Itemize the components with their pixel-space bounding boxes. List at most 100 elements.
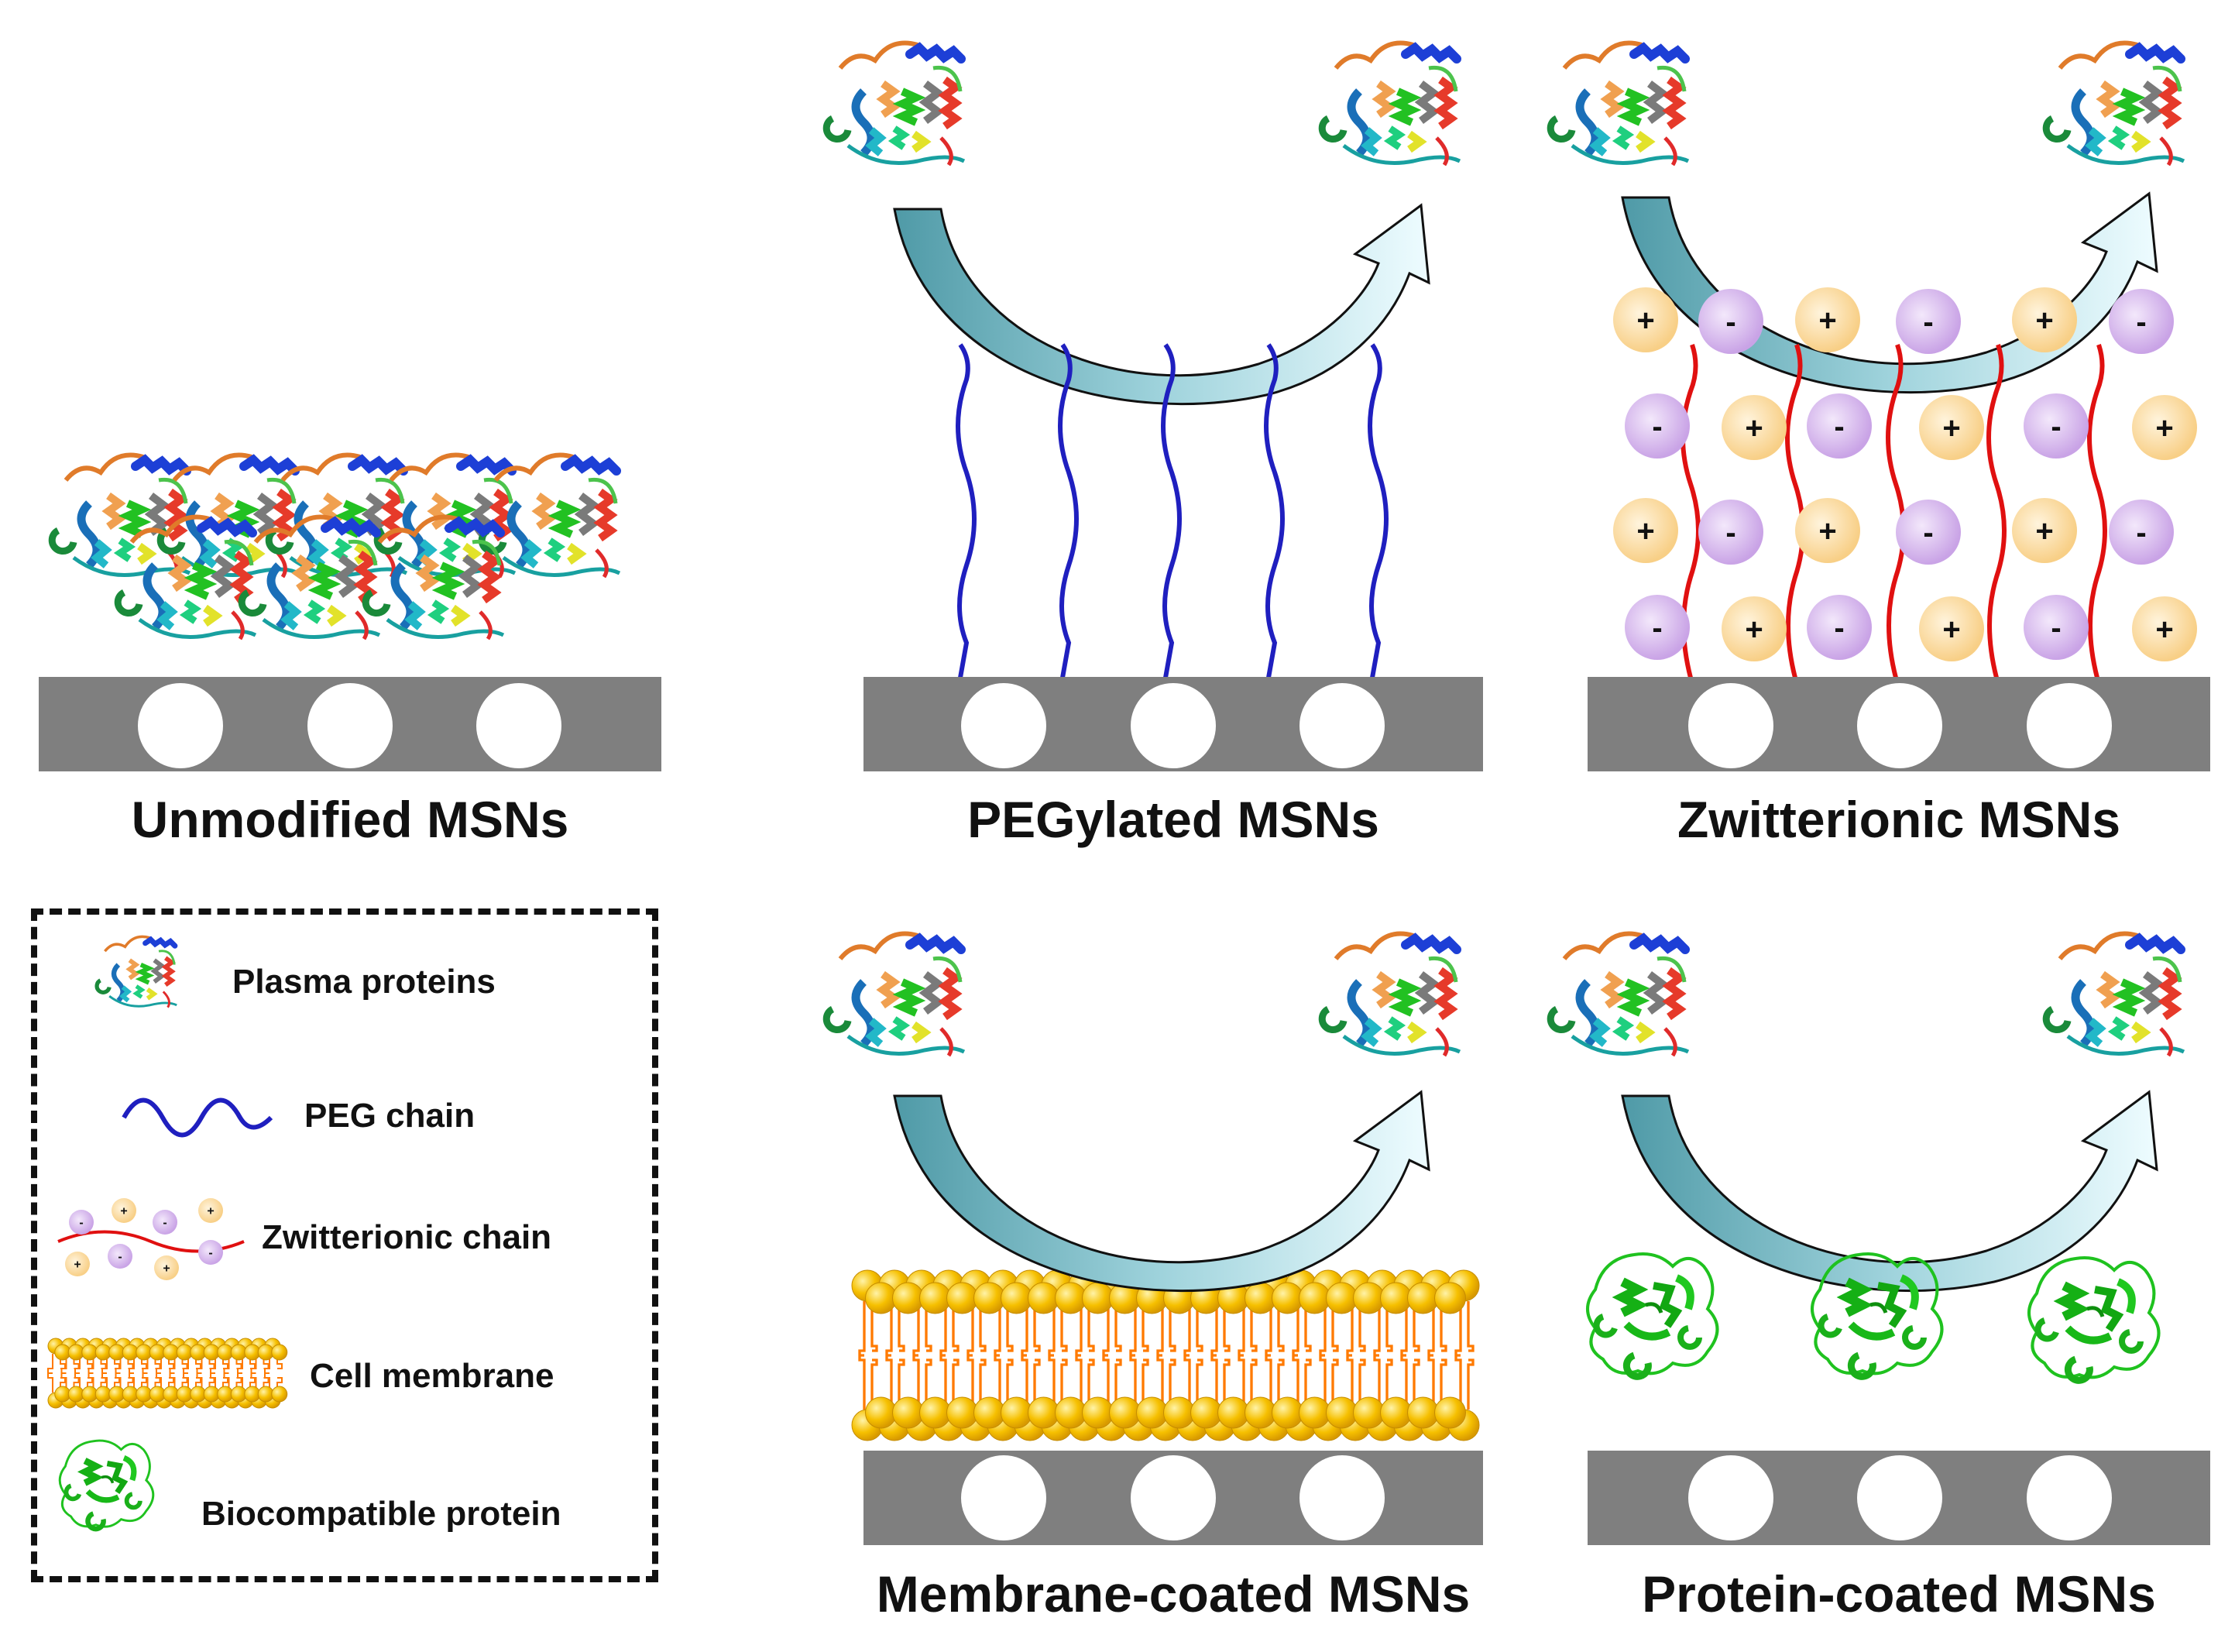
svg-text:+: + <box>74 1259 81 1272</box>
negative-charge-bead: - <box>1807 595 1872 660</box>
negative-charge-bead: - <box>108 1244 132 1269</box>
panel-title-pegylated: PEGylated MSNs <box>967 791 1379 848</box>
svg-text:+: + <box>1636 514 1654 548</box>
negative-charge-bead: - <box>2109 500 2174 565</box>
svg-text:-: - <box>2051 410 2061 444</box>
repel-arrow-icon <box>893 1090 1430 1293</box>
plasma-protein-layer <box>52 455 620 640</box>
negative-charge-bead: - <box>1698 289 1763 354</box>
svg-text:+: + <box>1745 613 1763 647</box>
svg-text:+: + <box>2035 304 2053 338</box>
positive-charge-bead: + <box>1795 498 1860 563</box>
positive-charge-bead: + <box>2132 596 2197 661</box>
svg-text:+: + <box>1942 411 1960 445</box>
svg-text:-: - <box>1652 611 1662 645</box>
svg-text:-: - <box>79 1217 83 1230</box>
positive-charge-bead: + <box>2012 498 2077 563</box>
legend-label-zwitterionic-chain: Zwitterionic chain <box>262 1218 552 1256</box>
legend <box>31 908 658 1582</box>
negative-charge-bead: - <box>1698 500 1763 565</box>
positive-charge-bead: + <box>1722 395 1787 460</box>
svg-text:-: - <box>2051 611 2061 645</box>
svg-text:-: - <box>2136 305 2146 339</box>
positive-charge-bead: + <box>1795 287 1860 352</box>
svg-text:+: + <box>2155 411 2173 445</box>
svg-text:-: - <box>1725 305 1735 339</box>
negative-charge-bead: - <box>1896 500 1961 565</box>
plasma-protein-icon <box>1322 934 1460 1056</box>
svg-text:-: - <box>1923 516 1933 550</box>
lipid-tails <box>47 1354 283 1393</box>
lipid-tails <box>858 1301 1475 1410</box>
negative-charge-bead: - <box>2109 289 2174 354</box>
positive-charge-bead: + <box>2012 287 2077 352</box>
panel-unmodified <box>39 455 661 771</box>
panel-zwitterionic: + - + - + - - + - + - + + - + - + - - + - + - + <box>1550 43 2210 771</box>
plasma-protein-icon <box>1322 43 1460 166</box>
msn-substrate <box>863 677 1483 771</box>
repel-arrow-icon <box>1621 192 2158 394</box>
plasma-protein-icon <box>1550 43 1688 166</box>
svg-text:+: + <box>120 1205 127 1218</box>
negative-charge-bead: - <box>153 1210 177 1235</box>
svg-text:+: + <box>1818 304 1836 338</box>
svg-text:-: - <box>163 1217 167 1230</box>
positive-charge-bead: + <box>198 1198 223 1223</box>
cell-membrane-layer <box>851 1269 1480 1441</box>
msn-substrate <box>863 1451 1483 1545</box>
svg-text:+: + <box>207 1205 214 1218</box>
svg-text:-: - <box>118 1251 122 1264</box>
svg-text:+: + <box>2155 613 2173 647</box>
negative-charge-bead: - <box>1625 393 1690 459</box>
positive-charge-bead: + <box>112 1198 136 1223</box>
positive-charge-bead: + <box>1919 596 1984 661</box>
plasma-protein-icon <box>2046 934 2184 1056</box>
positive-charge-bead: + <box>65 1252 90 1276</box>
positive-charge-bead: + <box>154 1255 179 1280</box>
negative-charge-bead: - <box>1896 289 1961 354</box>
msn-substrate <box>1588 677 2210 771</box>
positive-charge-bead: + <box>2132 395 2197 460</box>
plasma-protein-icon <box>826 934 964 1056</box>
positive-charge-bead: + <box>1613 287 1678 352</box>
charge-beads: + - + - + - - + - + - + + - + - + - - + - + - + <box>1613 287 2197 661</box>
negative-charge-bead: - <box>1625 595 1690 660</box>
legend-label-plasma-proteins: Plasma proteins <box>232 963 496 1001</box>
svg-text:-: - <box>1834 611 1844 645</box>
peg-chain-icon <box>122 1097 273 1138</box>
msn-substrate <box>1588 1451 2210 1545</box>
negative-charge-bead: - <box>198 1240 223 1265</box>
svg-text:+: + <box>2035 514 2053 548</box>
repel-arrow-icon <box>893 204 1430 406</box>
svg-text:+: + <box>1745 411 1763 445</box>
svg-text:+: + <box>1636 304 1654 338</box>
panel-membrane <box>826 934 1483 1545</box>
svg-text:-: - <box>1725 516 1735 550</box>
negative-charge-bead: - <box>1807 393 1872 459</box>
msn-substrate <box>39 677 661 771</box>
positive-charge-bead: + <box>1613 498 1678 563</box>
peg-chains <box>956 343 1389 678</box>
panel-title-zwitterionic: Zwitterionic MSNs <box>1677 791 2121 848</box>
svg-text:+: + <box>1818 514 1836 548</box>
negative-charge-bead: - <box>69 1210 94 1235</box>
legend-label-cell-membrane: Cell membrane <box>310 1357 554 1395</box>
plasma-protein-icon <box>826 43 964 166</box>
svg-text:-: - <box>1834 410 1844 444</box>
plasma-protein-icon <box>2046 43 2184 166</box>
positive-charge-bead: + <box>1919 395 1984 460</box>
panel-title-protein: Protein-coated MSNs <box>1642 1565 2156 1623</box>
svg-text:+: + <box>1942 613 1960 647</box>
svg-text:-: - <box>1652 410 1662 444</box>
legend-label-biocompatible-protein: Biocompatible protein <box>201 1495 561 1533</box>
svg-text:-: - <box>1923 305 1933 339</box>
panel-pegylated <box>826 43 1483 771</box>
plasma-protein-icon <box>1550 934 1688 1056</box>
svg-text:+: + <box>163 1262 170 1276</box>
lipid-heads <box>47 1338 288 1409</box>
legend-icons: - + - + + - + - <box>47 936 288 1529</box>
panel-title-unmodified: Unmodified MSNs <box>131 791 569 848</box>
svg-text:-: - <box>2136 516 2146 550</box>
panel-title-membrane: Membrane-coated MSNs <box>876 1565 1471 1623</box>
